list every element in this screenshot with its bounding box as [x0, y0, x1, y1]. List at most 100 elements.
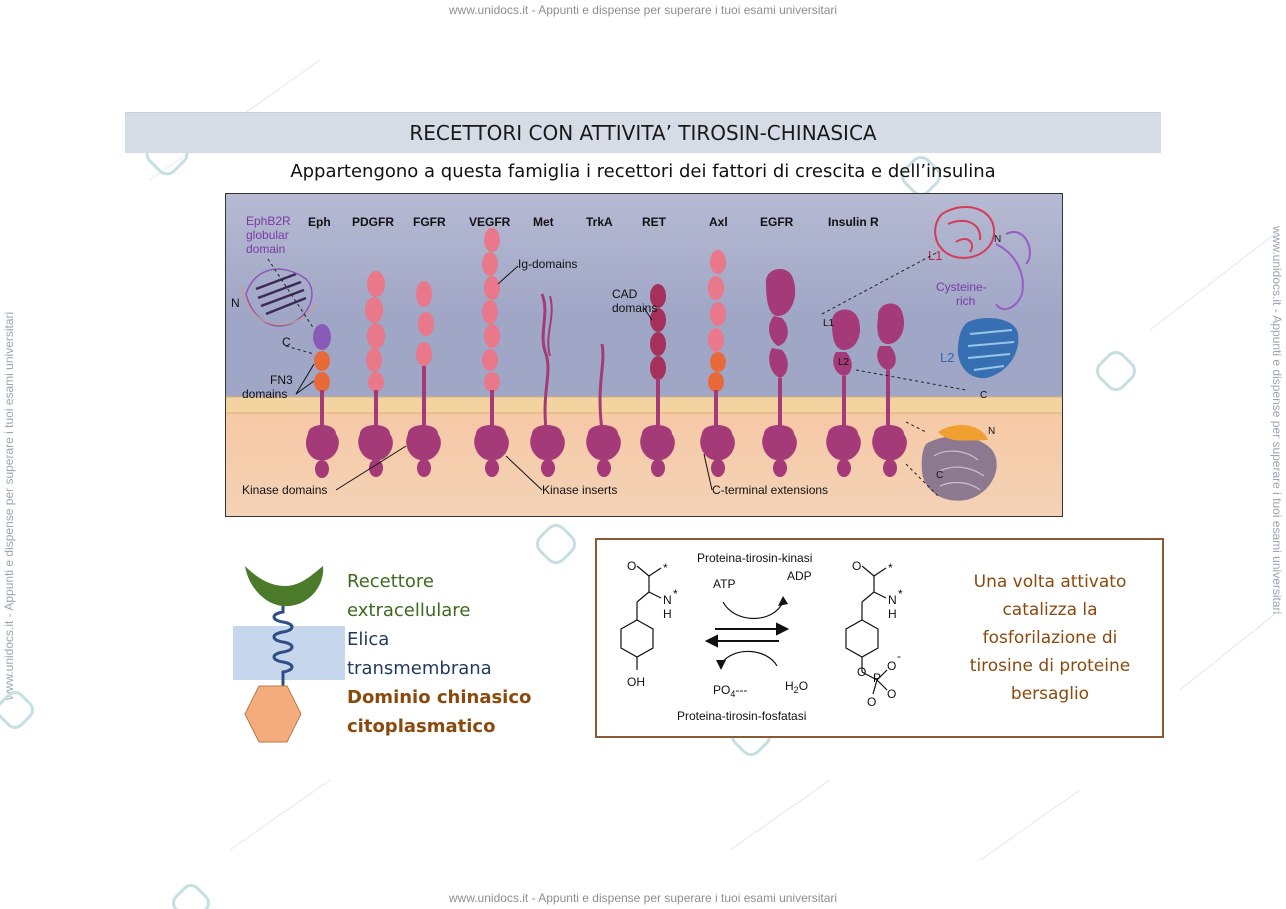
- ephb2r-c: C: [282, 335, 291, 349]
- ig-domains-label: Ig-domains: [518, 257, 577, 271]
- reaction-text-line4: tirosine di proteine: [969, 656, 1131, 676]
- receptor-label-fgfr: FGFR: [413, 215, 446, 229]
- receptor-insulin: [826, 303, 907, 477]
- star-left-2: *: [673, 587, 678, 601]
- phosphorylation-reaction-box: O * N H * OH Proteina-tirosin-kinasi ATP…: [595, 538, 1164, 738]
- nh-right-n: N: [888, 593, 897, 607]
- reaction-description: Una volta attivato catalizza la fosforil…: [955, 568, 1145, 708]
- carbonyl-o-left: O: [627, 559, 636, 573]
- receptor-label-ret: RET: [642, 215, 667, 229]
- l1-label: L1: [928, 248, 942, 263]
- cys-label-1: Cysteine-: [936, 280, 987, 294]
- slide-subtitle: Appartengono a questa famiglia i recetto…: [290, 161, 996, 182]
- phosphotyrosine-structure: [845, 565, 888, 695]
- ephb2r-n: N: [231, 296, 240, 310]
- phosphatase-enzyme-label: Proteina-tirosin-fosfatasi: [677, 709, 806, 723]
- extracellular-domain-shape: [245, 566, 324, 607]
- kinase-domains-label: Kinase domains: [242, 483, 327, 497]
- insulin-l2-small: L2: [838, 357, 850, 368]
- fn3-label-2: domains: [242, 387, 287, 401]
- receptor-eph: [305, 324, 339, 478]
- receptor-trka: [586, 343, 621, 477]
- nh-left-n: N: [663, 593, 672, 607]
- nh-right-h: H: [888, 607, 897, 621]
- c-label-inset: C: [980, 390, 987, 401]
- cterm-label: C-terminal extensions: [712, 483, 828, 497]
- cad-label-2: domains: [612, 301, 657, 315]
- insulin-structure-inset: L1 N Cysteine- rich L2 C: [921, 205, 1031, 501]
- cad-label-1: CAD: [612, 287, 638, 301]
- reaction-text-line3: fosforilazione di: [982, 628, 1118, 648]
- legend-kinase-line1: Dominio chinasico: [347, 687, 532, 708]
- oh-label: OH: [627, 675, 645, 689]
- h2o-label: H2O: [785, 679, 808, 695]
- receptor-ret: [640, 284, 675, 477]
- receptor-label-vegfr: VEGFR: [469, 215, 511, 229]
- phosphate-o1: O: [887, 659, 896, 673]
- adp-label: ADP: [787, 569, 812, 583]
- receptor-figure: Eph PDGFR FGFR VEGFR Met TrkA RET Axl EG…: [225, 193, 1063, 517]
- extracellular-space: [226, 194, 1062, 399]
- receptor-egfr: [762, 269, 797, 477]
- watermark-left: www.unidocs.it - Appunti e dispense per …: [2, 311, 16, 700]
- receptor-fgfr: [406, 281, 441, 477]
- receptor-label-egfr: EGFR: [760, 215, 794, 229]
- carbonyl-o-right: O: [852, 559, 861, 573]
- ephb2r-label-1: EphB2R: [246, 214, 291, 228]
- cys-label-2: rich: [956, 294, 975, 308]
- tyrosine-structure: [620, 565, 662, 670]
- legend-schematic: [233, 566, 345, 743]
- receptor-vegfr: [474, 228, 509, 477]
- reaction-diagram: O * N H * OH Proteina-tirosin-kinasi ATP…: [620, 551, 903, 723]
- receptor-pdgfr: [358, 271, 393, 477]
- reaction-text-line2: catalizza la: [1002, 600, 1098, 620]
- legend-extracellular-line1: Recettore: [347, 571, 434, 592]
- legend-extracellular-line2: extracellulare: [347, 600, 471, 621]
- star-right-2: *: [898, 587, 903, 601]
- n-label-inset: N: [994, 234, 1001, 245]
- receptor-label-met: Met: [533, 215, 554, 229]
- nh-left-h: H: [663, 607, 672, 621]
- kinase-enzyme-label: Proteina-tirosin-kinasi: [697, 551, 812, 565]
- membrane: [226, 397, 1062, 413]
- kinase-domain-hexagon: [244, 685, 302, 743]
- reaction-text-line1: Una volta attivato: [973, 572, 1127, 592]
- phosphate-o3: O: [867, 695, 876, 709]
- insulin-l1-small: L1: [823, 318, 835, 329]
- reaction-text-line5: bersaglio: [1010, 684, 1090, 704]
- receptor-label-insulinr: Insulin R: [828, 215, 879, 229]
- ephb2r-label-3: domain: [246, 242, 285, 256]
- ephb2r-label-2: globular: [246, 228, 289, 242]
- phosphate-minus: -: [897, 649, 901, 663]
- po4-label: PO4---: [713, 683, 747, 699]
- phosphate-o2: O: [887, 687, 896, 701]
- fn3-label-1: FN3: [270, 373, 293, 387]
- receptor-legend: Recettore extracellulare Elica transmemb…: [225, 560, 555, 750]
- receptor-label-eph: Eph: [308, 215, 331, 229]
- receptor-label-pdgfr: PDGFR: [352, 215, 394, 229]
- receptor-axl: [700, 250, 735, 477]
- phosphate-p: P: [873, 671, 881, 685]
- receptor-figure-svg: Eph PDGFR FGFR VEGFR Met TrkA RET Axl EG…: [226, 194, 1062, 516]
- star-right-1: *: [888, 561, 893, 575]
- equilibrium-arrows: [704, 622, 790, 648]
- receptor-label-trka: TrkA: [586, 215, 613, 229]
- c-label-kinase: C: [936, 470, 943, 481]
- atp-label: ATP: [713, 577, 735, 591]
- legend-transmembrane: Elica transmembrana: [347, 625, 492, 683]
- watermark-bottom: www.unidocs.it - Appunti e dispense per …: [448, 891, 838, 905]
- legend-extracellular: Recettore extracellulare: [347, 567, 470, 625]
- phosphate-o-bridge: O: [857, 665, 866, 679]
- receptor-met: [530, 293, 565, 477]
- legend-kinase: Dominio chinasico citoplasmatico: [347, 683, 531, 741]
- legend-kinase-line2: citoplasmatico: [347, 716, 496, 737]
- ephb2r-inset: EphB2R globular domain N C: [231, 214, 317, 355]
- kinase-inserts-label: Kinase inserts: [542, 483, 617, 497]
- title-bar: RECETTORI CON ATTIVITA’ TIROSIN-CHINASIC…: [125, 112, 1161, 153]
- receptor-label-axl: Axl: [709, 215, 728, 229]
- n-label-kinase: N: [988, 426, 995, 437]
- watermark-top: www.unidocs.it - Appunti e dispense per …: [448, 3, 838, 17]
- watermark-right: www.unidocs.it - Appunti e dispense per …: [1270, 226, 1284, 615]
- slide-title: RECETTORI CON ATTIVITA’ TIROSIN-CHINASIC…: [409, 121, 877, 145]
- transmembrane-helix: [272, 606, 294, 686]
